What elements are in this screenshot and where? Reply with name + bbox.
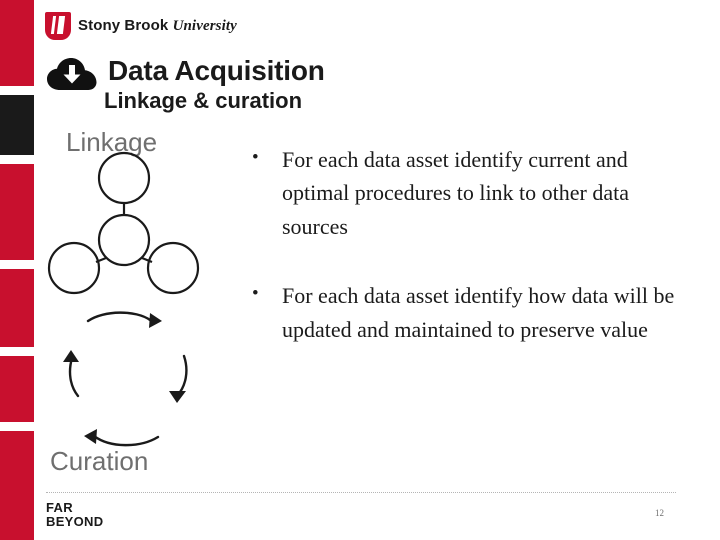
left-accent-bars bbox=[0, 0, 34, 540]
sbu-wordmark-part1: Stony Brook bbox=[78, 17, 169, 34]
accent-bar bbox=[0, 269, 34, 347]
list-item: • For each data asset identify current a… bbox=[252, 143, 682, 243]
bullet-marker: • bbox=[252, 147, 259, 168]
svg-text:Curation: Curation bbox=[50, 446, 148, 476]
page-title: Data Acquisition bbox=[108, 55, 325, 86]
sbu-wordmark-part2: University bbox=[172, 18, 237, 34]
accent-bar bbox=[0, 95, 34, 155]
stony-brook-logo: Stony Brook University bbox=[45, 12, 237, 40]
bullet-text: For each data asset identify current and… bbox=[282, 147, 630, 239]
accent-bar bbox=[0, 164, 34, 260]
bullet-text: For each data asset identify how data wi… bbox=[282, 283, 675, 342]
page-subtitle: Linkage & curation bbox=[104, 88, 303, 114]
accent-bar bbox=[0, 422, 34, 431]
tagline-line-2: BEYOND bbox=[46, 514, 104, 529]
slide-number: 12 bbox=[655, 508, 664, 518]
accent-bar bbox=[0, 356, 34, 422]
bullet-list: • For each data asset identify current a… bbox=[252, 143, 682, 346]
footer-divider bbox=[46, 492, 676, 493]
sbu-shield-icon bbox=[45, 12, 71, 40]
svg-text:Linkage: Linkage bbox=[66, 127, 157, 157]
far-beyond-tagline: FAR BEYOND bbox=[46, 501, 103, 528]
accent-bar bbox=[0, 86, 34, 95]
accent-bar bbox=[0, 155, 34, 164]
accent-bar bbox=[0, 260, 34, 269]
accent-bar bbox=[0, 0, 34, 86]
sbu-wordmark: Stony Brook University bbox=[78, 17, 237, 35]
accent-bar bbox=[0, 431, 34, 540]
accent-bar bbox=[0, 347, 34, 356]
list-item: • For each data asset identify how data … bbox=[252, 279, 682, 346]
title-block: Data Acquisition Linkage & curation bbox=[104, 55, 708, 114]
tagline-line-1: FAR bbox=[46, 500, 73, 515]
linkage-curation-diagram: Linkage bbox=[36, 118, 246, 488]
download-cloud-icon bbox=[46, 56, 100, 96]
bullet-marker: • bbox=[252, 283, 259, 305]
